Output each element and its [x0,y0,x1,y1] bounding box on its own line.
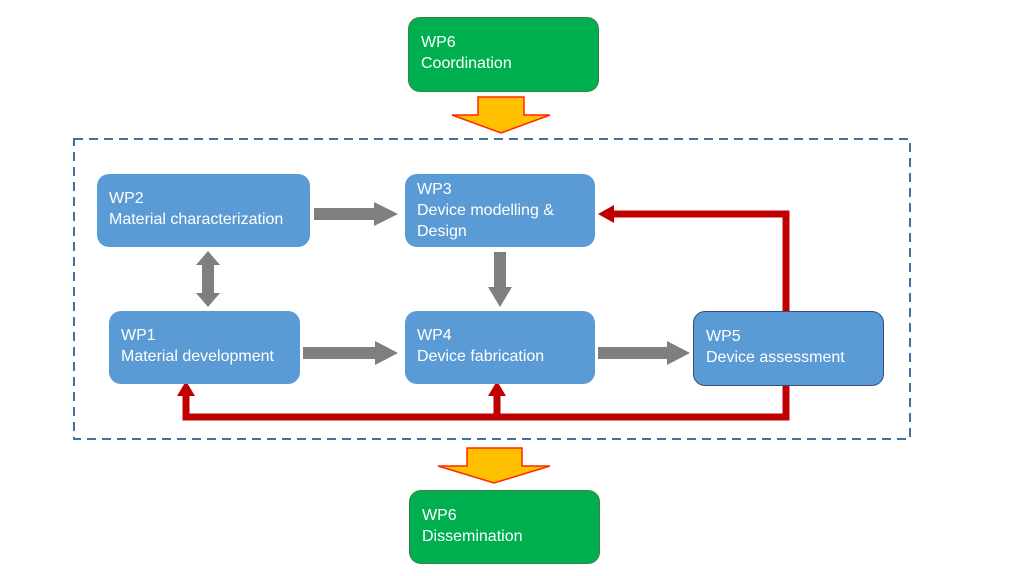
feedback-line-wp5-bottom [182,386,790,421]
node-code: WP2 [109,190,144,207]
node-wp3-device-modelling: WP3 Device modelling & Design [405,174,595,247]
node-code: WP5 [706,328,741,345]
node-label: Material characterization [109,211,284,228]
node-label: Coordination [421,55,512,72]
node-wp6-coordination: WP6 Coordination [408,17,599,92]
node-label-line2: Design [417,223,467,240]
arrow-wp3-to-wp4 [488,252,512,307]
feedback-arrowhead-wp1 [177,381,195,396]
node-wp6-dissemination: WP6 Dissemination [409,490,600,564]
feedback-line-wp5-to-wp3 [612,210,790,311]
funnel-arrow-bottom [437,447,551,484]
feedback-arrowhead-wp3 [598,205,614,223]
node-code: WP6 [422,507,457,524]
node-code: WP3 [417,181,452,198]
node-wp5-device-assessment: WP5 Device assessment [693,311,884,386]
arrow-wp4-to-wp5 [598,341,690,365]
node-code: WP6 [421,34,456,51]
work-packages-frame [73,138,911,440]
arrow-wp1-to-wp4 [303,341,398,365]
node-label: Dissemination [422,528,523,545]
node-label: Material development [121,348,274,365]
node-label: Device assessment [706,349,845,366]
node-wp4-device-fabrication: WP4 Device fabrication [405,311,595,384]
arrow-wp2-wp1-bidirectional [196,251,220,307]
node-code: WP4 [417,327,452,344]
funnel-arrow-top [451,96,551,134]
node-wp2-material-characterization: WP2 Material characterization [97,174,310,247]
node-code: WP1 [121,327,156,344]
node-label: Device modelling & [417,202,554,219]
node-wp1-material-development: WP1 Material development [109,311,300,384]
node-label: Device fabrication [417,348,545,365]
feedback-arrowhead-wp4 [488,381,506,396]
arrow-wp2-to-wp3 [314,202,398,226]
